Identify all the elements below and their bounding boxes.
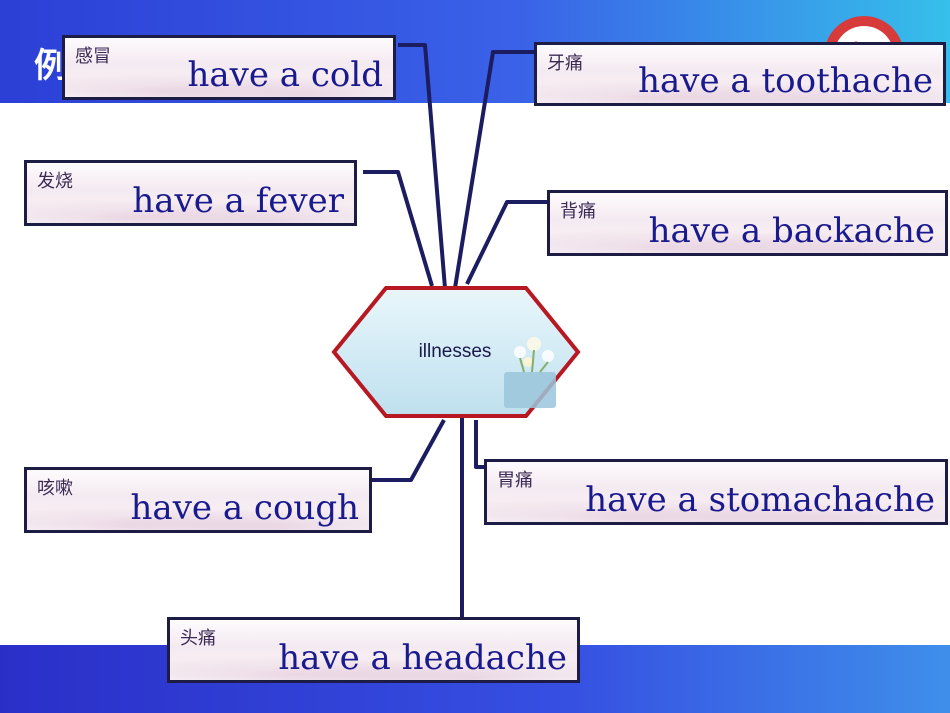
card-chinese-label: 牙痛	[547, 53, 583, 74]
card-english-phrase: have a headache	[278, 638, 567, 678]
connector-stomachache	[474, 420, 486, 469]
connector-toothache	[453, 50, 536, 289]
card-english-phrase: have a cough	[130, 488, 359, 528]
card-chinese-label: 发烧	[37, 171, 73, 192]
card-toothache: 牙痛 have a toothache	[534, 42, 946, 106]
connector-cough	[370, 419, 446, 482]
connector-fever	[363, 170, 434, 287]
card-chinese-label: 胃痛	[497, 470, 533, 491]
card-english-phrase: have a backache	[648, 211, 935, 251]
card-stomachache: 胃痛 have a stomachache	[484, 459, 948, 525]
card-chinese-label: 咳嗽	[37, 478, 73, 499]
center-label: illnesses	[418, 341, 492, 362]
card-chinese-label: 头痛	[180, 628, 216, 649]
card-cold: 感冒 have a cold	[62, 35, 396, 100]
card-english-phrase: have a cold	[187, 55, 383, 95]
card-english-phrase: have a fever	[132, 181, 344, 221]
card-headache: 头痛 have a headache	[167, 617, 580, 683]
card-chinese-label: 感冒	[75, 46, 111, 67]
card-english-phrase: have a toothache	[638, 61, 933, 101]
connector-backache	[465, 200, 549, 285]
card-english-phrase: have a stomachache	[585, 480, 935, 520]
card-backache: 背痛 have a backache	[547, 190, 948, 256]
card-chinese-label: 背痛	[560, 201, 596, 222]
connector-cold	[398, 43, 447, 289]
flower-decoration-icon	[504, 337, 556, 408]
card-cough: 咳嗽 have a cough	[24, 467, 372, 533]
card-fever: 发烧 have a fever	[24, 160, 357, 226]
